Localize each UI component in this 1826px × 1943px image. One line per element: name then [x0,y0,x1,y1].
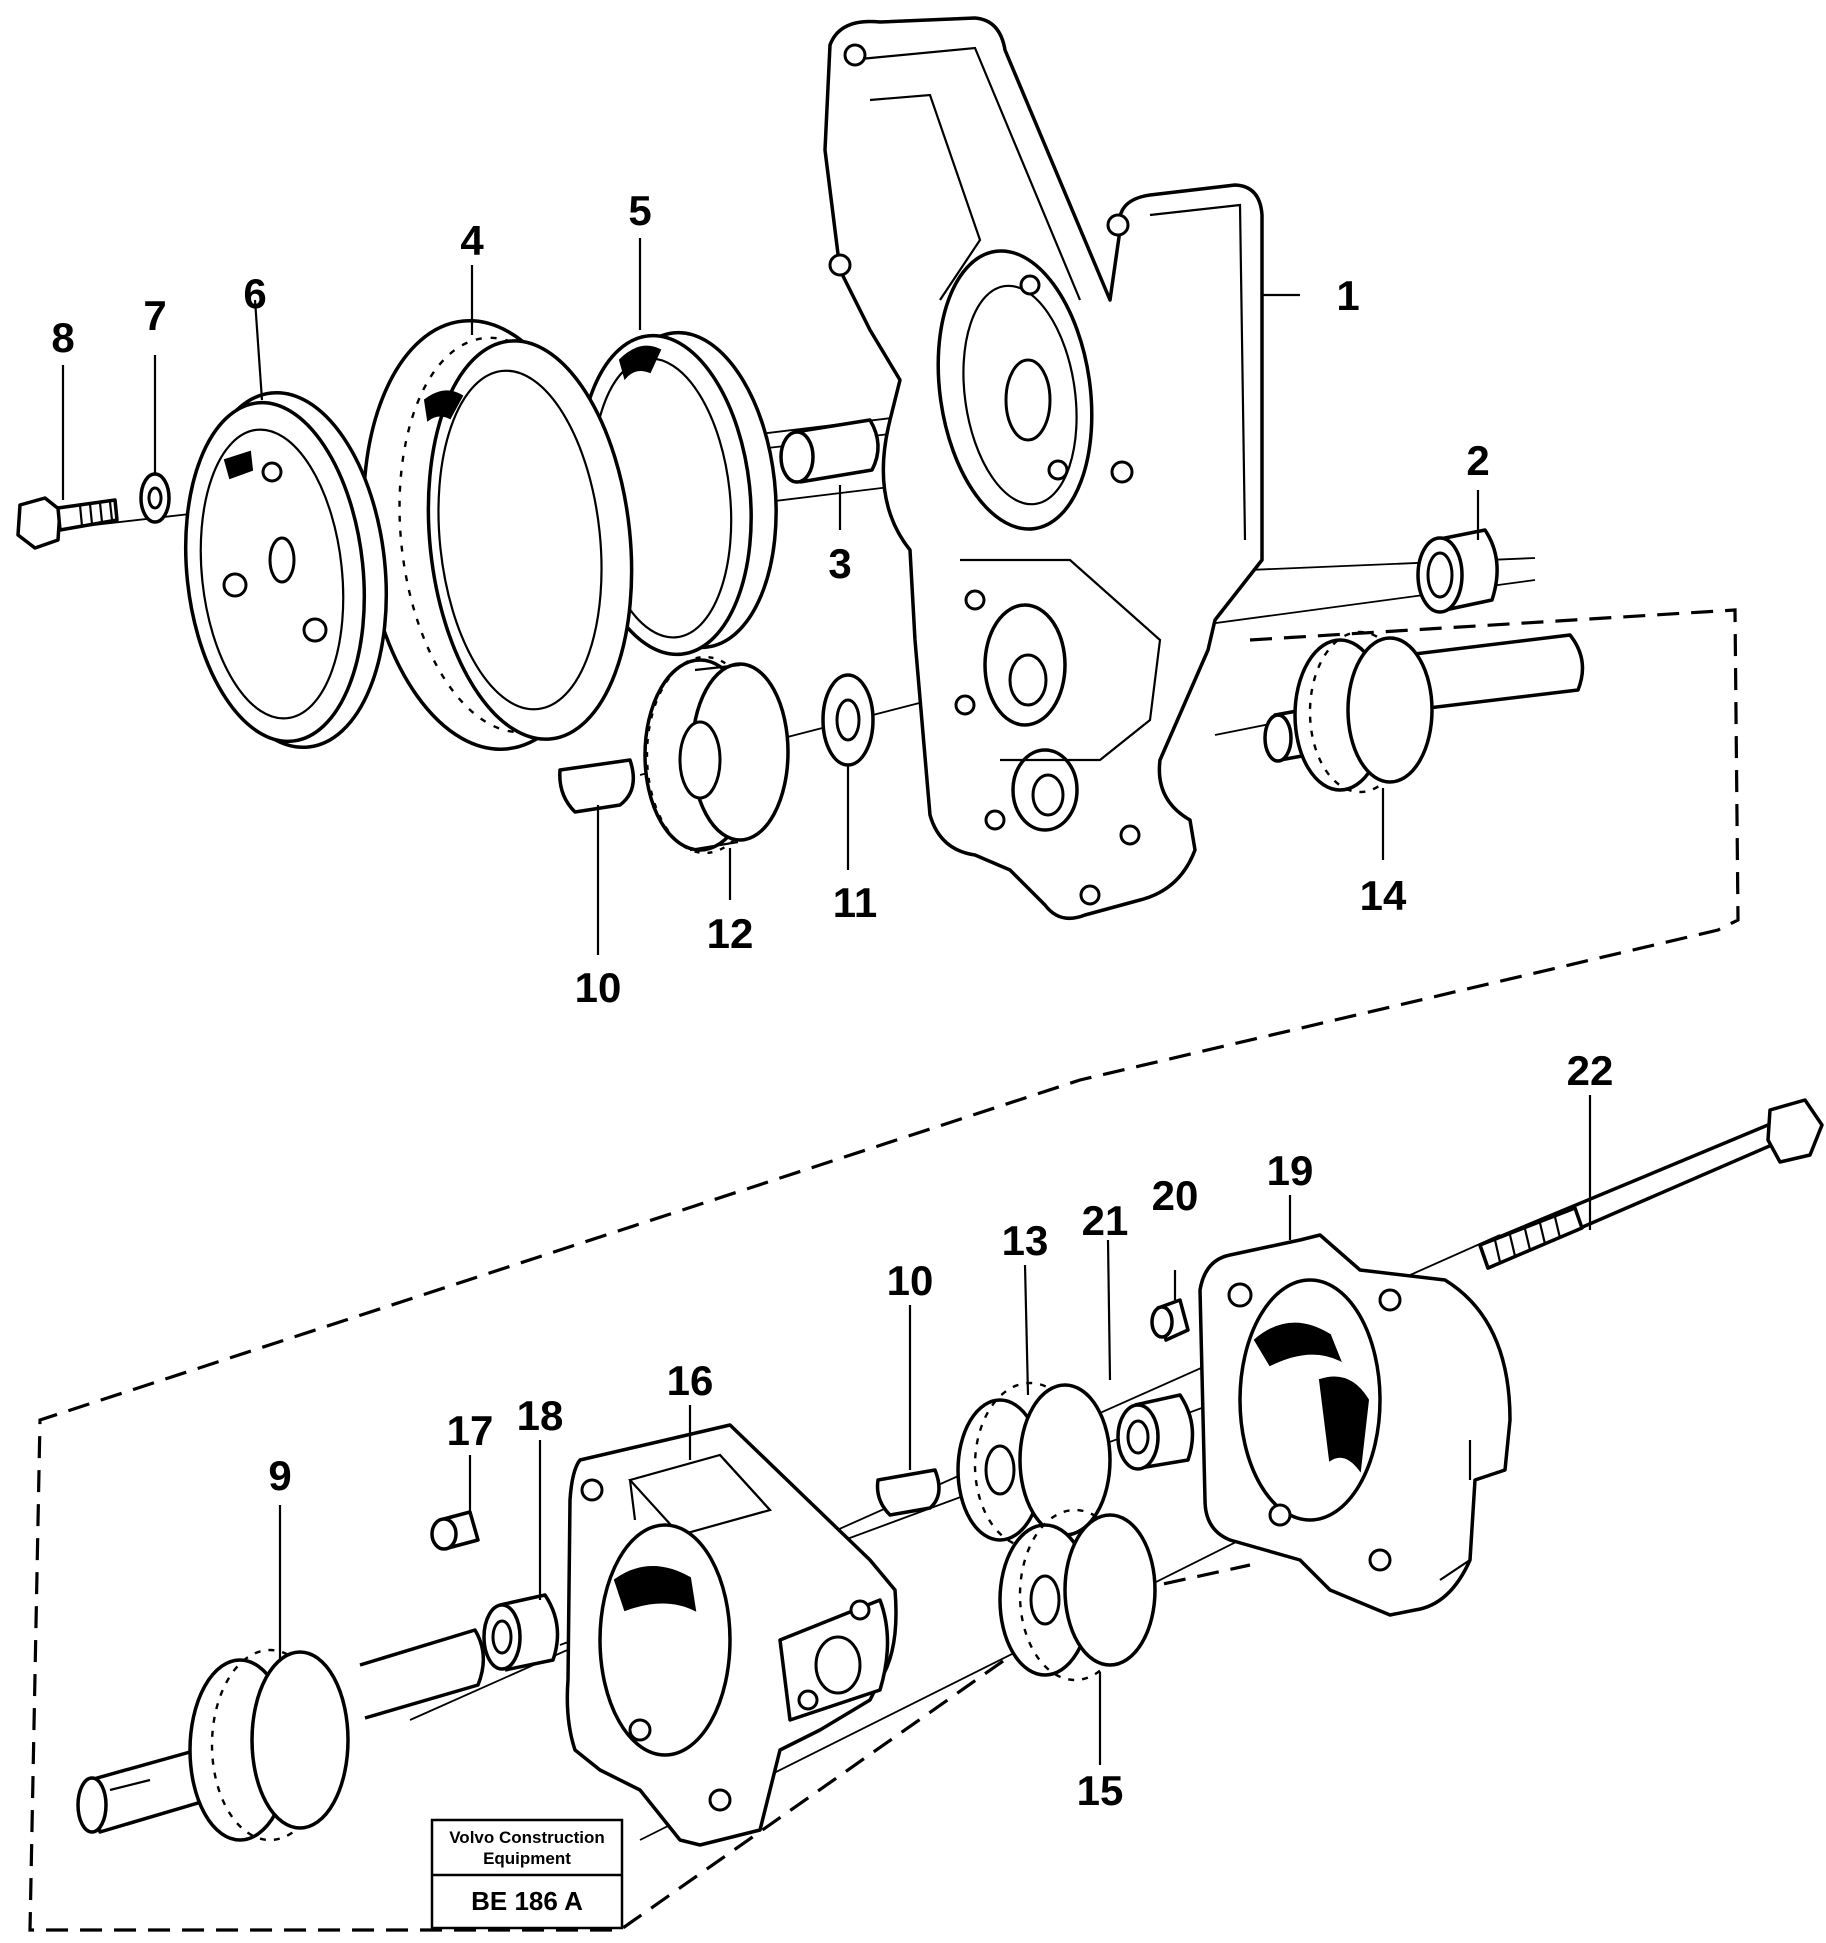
part-8-bolt [16,496,119,550]
callout-10-bottom: 10 [887,1257,934,1304]
title-block-company-line2: Equipment [483,1849,571,1868]
callout-14: 14 [1360,872,1407,919]
callout-8: 8 [51,314,74,361]
part-19-pump-housing-rear [1198,1233,1512,1617]
part-6-pulley [183,390,389,750]
part-4-large-gear [361,319,634,751]
part-9-gear-shaft [76,1628,485,1842]
title-block-company-line1: Volvo Construction [449,1828,605,1847]
part-10-key-bottom [875,1468,941,1517]
title-block-reference: BE 186 A [471,1886,583,1916]
callout-13: 13 [1002,1217,1049,1264]
title-block: Volvo Construction Equipment BE 186 A [430,1818,624,1930]
callout-21: 21 [1082,1197,1129,1244]
part-1-housing [823,16,1264,921]
callout-11: 11 [833,879,877,926]
part-22-long-bolt [1478,1098,1824,1270]
callout-16: 16 [667,1357,714,1404]
callout-7: 7 [143,292,166,339]
assembly-boundary [28,608,1740,1932]
callout-labels: 1 2 3 4 5 6 7 8 9 10 10 11 12 13 14 15 1… [51,187,1613,1814]
callout-18: 18 [517,1392,564,1439]
callout-1: 1 [1336,272,1359,319]
part-17-dowel [430,1510,480,1551]
part-14-gear-shaft [1263,630,1585,794]
part-20-dowel [1150,1298,1190,1342]
part-12-small-gear [643,655,790,855]
callout-15: 15 [1077,1767,1124,1814]
callout-4: 4 [460,217,484,264]
callout-5: 5 [628,187,651,234]
part-11-washer [821,673,875,767]
part-16-pump-housing-front [565,1423,898,1847]
callout-22: 22 [1567,1047,1614,1094]
part-18-bushing [482,1593,560,1672]
part-13-gear [956,1381,1112,1549]
part-21-bushing [1116,1393,1195,1471]
callout-10-top: 10 [575,964,622,1011]
part-3-pin [779,418,880,484]
callout-9: 9 [268,1452,291,1499]
part-15-gear [998,1508,1157,1682]
callout-20: 20 [1152,1172,1199,1219]
callout-6: 6 [243,270,266,317]
part-7-washer [139,472,171,524]
part-10-key-top [558,758,636,814]
leader-lines [61,238,1592,1765]
callout-2: 2 [1466,437,1489,484]
callout-19: 19 [1267,1147,1314,1194]
callout-12: 12 [707,910,754,957]
callout-3: 3 [828,540,851,587]
callout-17: 17 [447,1407,494,1454]
part-2-bushing [1416,528,1499,614]
